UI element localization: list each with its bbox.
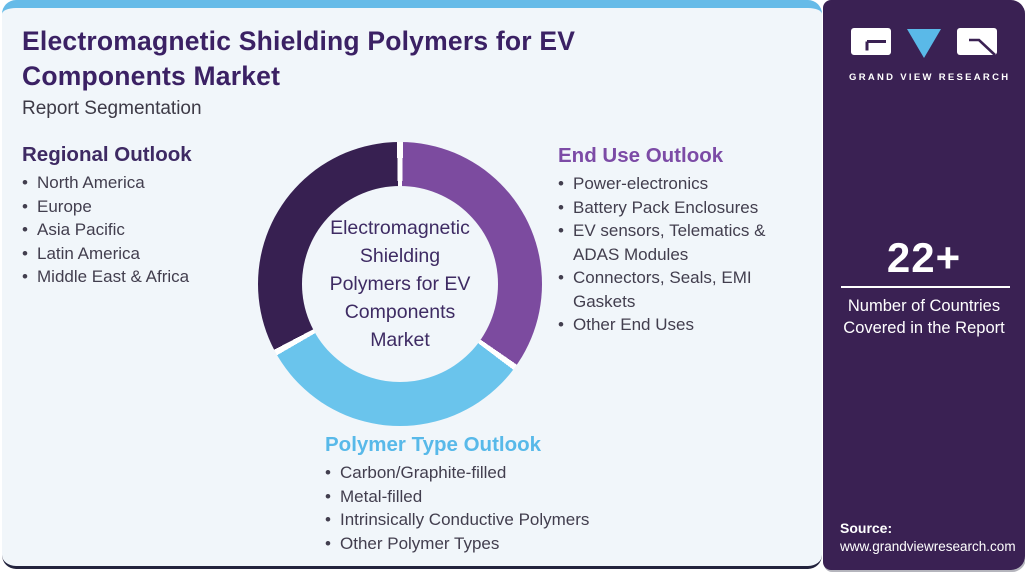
section-polymer-type-outlook: Polymer Type Outlook Carbon/Graphite-fil… — [325, 432, 670, 555]
polymer-type-outlook-heading: Polymer Type Outlook — [325, 433, 542, 456]
list-item: Intrinsically Conductive Polymers — [325, 508, 670, 532]
donut-chart: Electromagnetic Shielding Polymers for E… — [258, 142, 542, 426]
brand-logo: GRAND VIEW RESEARCH — [849, 26, 1011, 83]
regional-outlook-list: North America Europe Asia Pacific Latin … — [22, 171, 254, 289]
page-subtitle: Report Segmentation — [22, 98, 202, 119]
stat-value: 22+ — [886, 234, 962, 281]
section-end-use-outlook: End Use Outlook Power-electronics Batter… — [558, 143, 796, 337]
brand-name: GRAND VIEW RESEARCH — [849, 72, 1011, 83]
gvr-logo-icon — [851, 28, 997, 58]
list-item: Connectors, Seals, EMI Gaskets — [558, 266, 796, 313]
end-use-outlook-heading: End Use Outlook — [558, 144, 724, 167]
list-item: Carbon/Graphite-filled — [325, 461, 670, 485]
list-item: Metal-filled — [325, 485, 670, 509]
polymer-type-outlook-list: Carbon/Graphite-filled Metal-filled Intr… — [325, 461, 670, 555]
report-header: Electromagnetic Shielding Polymers for E… — [22, 24, 632, 120]
section-regional-outlook: Regional Outlook North America Europe As… — [22, 142, 254, 289]
end-use-outlook-list: Power-electronics Battery Pack Enclosure… — [558, 172, 796, 337]
list-item: North America — [22, 171, 254, 195]
list-item: Power-electronics — [558, 172, 796, 196]
source-block: Source: www.grandviewresearch.com — [840, 520, 1016, 554]
list-item: Other End Uses — [558, 313, 796, 337]
list-item: EV sensors, Telematics & ADAS Modules — [558, 219, 796, 266]
page-title: Electromagnetic Shielding Polymers for E… — [22, 26, 576, 91]
regional-outlook-heading: Regional Outlook — [22, 143, 192, 166]
list-item: Latin America — [22, 242, 254, 266]
countries-stat: 22+ Number of Countries Covered in the R… — [823, 234, 1025, 339]
list-item: Europe — [22, 195, 254, 219]
stat-divider — [841, 286, 1010, 288]
donut-chart-center: Electromagnetic Shielding Polymers for E… — [302, 186, 498, 382]
list-item: Asia Pacific — [22, 218, 254, 242]
source-label: Source: — [840, 520, 893, 536]
list-item: Middle East & Africa — [22, 265, 254, 289]
stat-caption: Number of Countries Covered in the Repor… — [843, 297, 1005, 337]
donut-center-label: Electromagnetic Shielding Polymers for E… — [329, 217, 471, 351]
list-item: Other Polymer Types — [325, 532, 670, 556]
list-item: Battery Pack Enclosures — [558, 196, 796, 220]
source-url-link[interactable]: www.grandviewresearch.com — [840, 539, 1016, 554]
sidebar: GRAND VIEW RESEARCH 22+ Number of Countr… — [823, 0, 1025, 570]
